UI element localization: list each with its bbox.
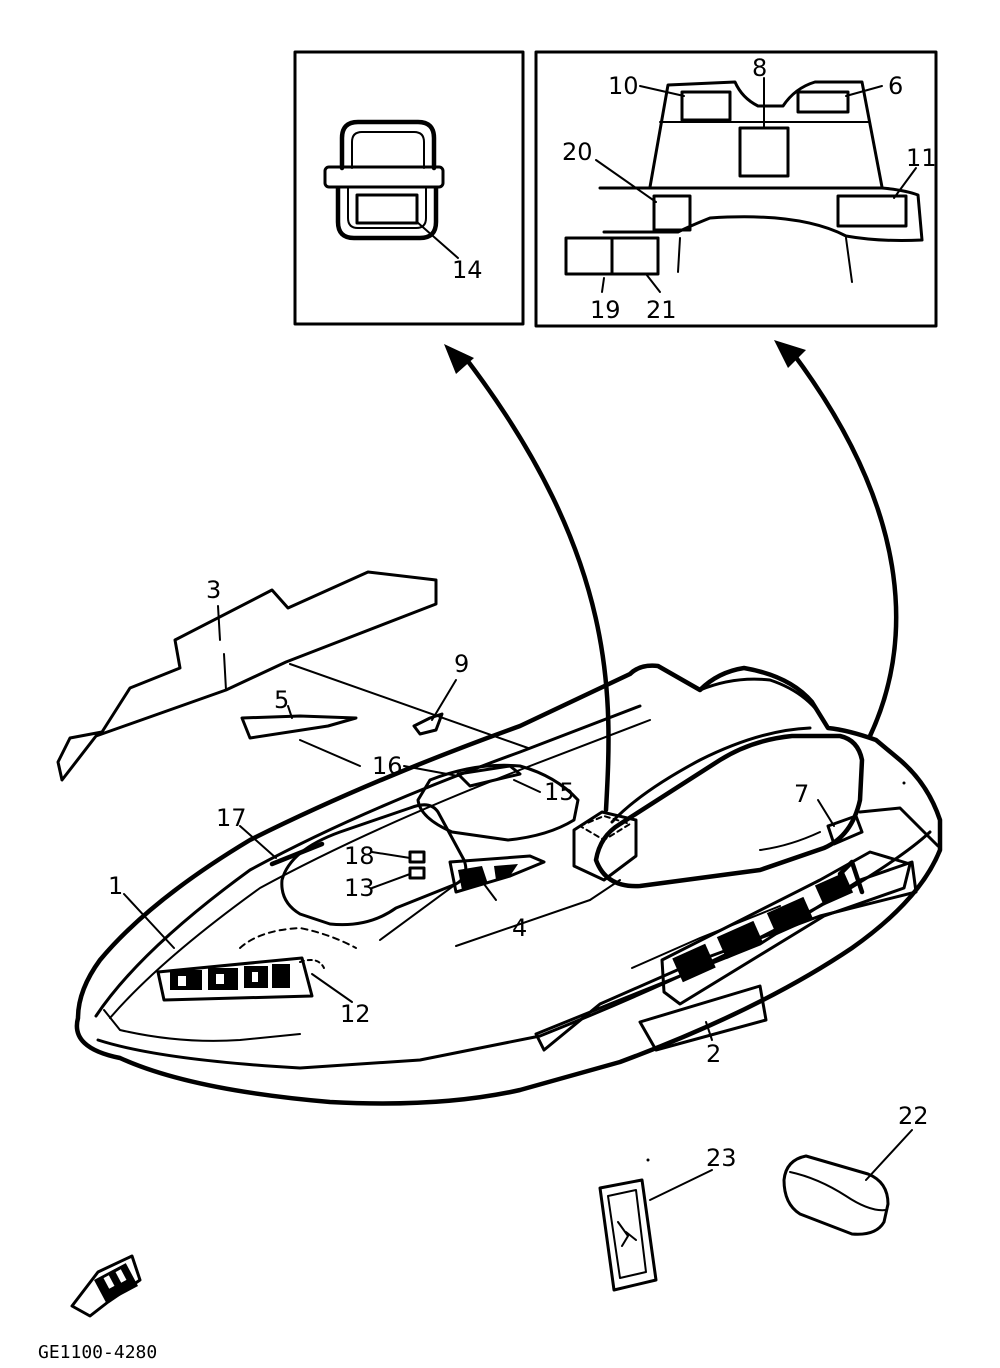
callout-16: 16 bbox=[372, 752, 403, 780]
detail-box-rear-panel: 10 8 6 20 11 19 21 bbox=[534, 50, 938, 328]
stray-dot bbox=[646, 1158, 650, 1162]
stray-dot bbox=[902, 781, 906, 785]
watercraft-hull bbox=[74, 663, 943, 1106]
callout-12: 12 bbox=[340, 1000, 371, 1028]
callout-17: 17 bbox=[216, 804, 247, 832]
callout-22: 22 bbox=[898, 1102, 929, 1130]
callout-19: 19 bbox=[590, 296, 621, 324]
callout-14: 14 bbox=[452, 256, 483, 284]
callout-1: 1 bbox=[108, 872, 123, 900]
callout-8: 8 bbox=[752, 54, 767, 82]
part-9-decal bbox=[412, 712, 444, 736]
callout-21: 21 bbox=[646, 296, 677, 324]
part-2-side-logo-decal bbox=[638, 850, 912, 1052]
detail-arrows bbox=[444, 340, 899, 813]
callout-11: 11 bbox=[906, 144, 937, 172]
front-direction-icon bbox=[70, 1254, 142, 1318]
part-18-label bbox=[408, 850, 426, 864]
figure-code: GE1100-4280 bbox=[38, 1342, 157, 1363]
part-23-card: 23 bbox=[598, 1144, 737, 1292]
callout-6: 6 bbox=[888, 72, 903, 100]
part-22-bag: 22 bbox=[782, 1102, 929, 1236]
part-13-label bbox=[408, 866, 426, 880]
callout-13: 13 bbox=[344, 874, 375, 902]
detail-box-handle-pole: 14 bbox=[293, 50, 525, 326]
callout-7: 7 bbox=[794, 780, 809, 808]
part-17-stripe bbox=[269, 841, 325, 867]
callout-20: 20 bbox=[562, 138, 593, 166]
part-5-decal: 5 bbox=[240, 686, 361, 767]
main-callouts: 1 17 18 13 16 15 9 7 4 12 2 bbox=[108, 650, 835, 1068]
callout-18: 18 bbox=[344, 842, 375, 870]
callout-4: 4 bbox=[512, 914, 527, 942]
callout-23: 23 bbox=[706, 1144, 737, 1172]
callout-10: 10 bbox=[608, 72, 639, 100]
hull-decals bbox=[156, 712, 912, 1052]
part-3-rail-strip: 3 bbox=[56, 570, 529, 782]
callout-2: 2 bbox=[706, 1040, 721, 1068]
part-4-decal bbox=[448, 854, 546, 894]
part-12-outline bbox=[299, 959, 325, 969]
callout-9: 9 bbox=[454, 650, 469, 678]
hood-block bbox=[572, 810, 638, 882]
part-1-logo-decal bbox=[156, 956, 314, 1002]
part-15-decal bbox=[456, 764, 522, 788]
part-7-decal bbox=[826, 814, 864, 846]
callout-5: 5 bbox=[274, 686, 289, 714]
callout-3: 3 bbox=[206, 576, 221, 604]
callout-15: 15 bbox=[544, 778, 575, 806]
